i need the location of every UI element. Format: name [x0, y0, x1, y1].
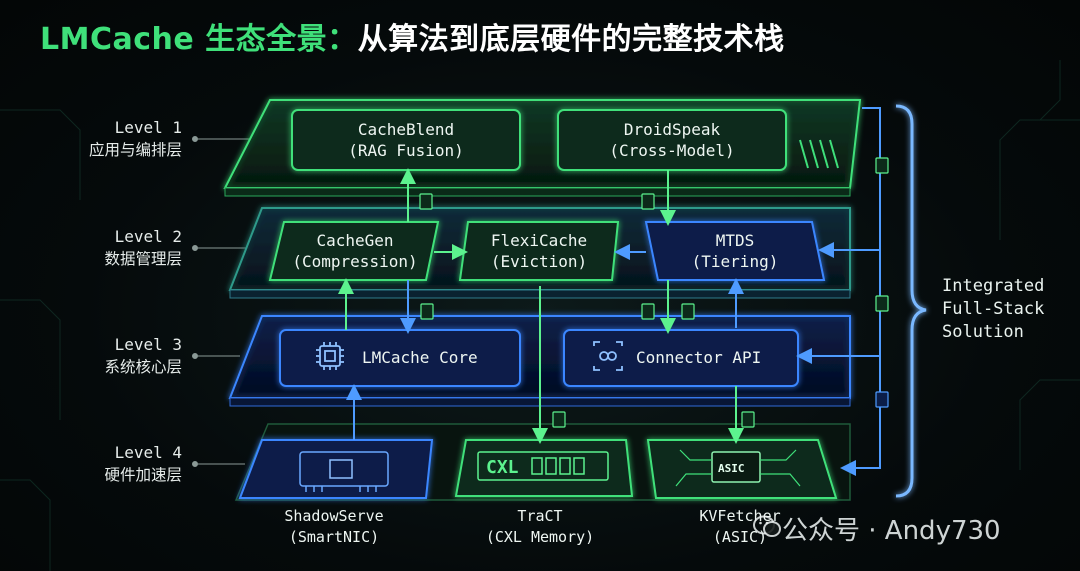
flexicache-sub: (Eviction): [490, 252, 588, 271]
cacheblend-sub: (RAG Fusion): [348, 141, 464, 160]
level-2-name: Level 2: [114, 227, 182, 246]
cxl-memory-module: CXL: [454, 439, 634, 497]
cacheblend-name: CacheBlend: [357, 120, 455, 139]
smartnic-card: [238, 439, 434, 499]
level-3-label: Level 3 系统核心层: [22, 334, 182, 378]
hw-kvfetcher: KVFetcher (ASIC): [666, 506, 814, 548]
side-line2: Full-Stack: [942, 299, 1045, 319]
side-line3: Solution: [942, 322, 1024, 342]
level-4-name: Level 4: [114, 443, 182, 462]
kvfetcher-name: KVFetcher: [699, 507, 781, 525]
integrated-solution-label: Integrated Full-Stack Solution: [942, 275, 1044, 344]
node-cacheblend: CacheBlend (RAG Fusion): [292, 119, 520, 161]
droidspeak-name: DroidSpeak: [623, 120, 721, 139]
mtds-name: MTDS: [715, 231, 755, 250]
title-rest: 从算法到底层硬件的完整技术栈: [357, 22, 785, 57]
asic-board: ASIC: [646, 439, 838, 499]
side-line1: Integrated: [942, 276, 1045, 296]
title-highlight: LMCache 生态全景：: [40, 22, 358, 57]
hw-tract: TraCT (CXL Memory): [460, 506, 620, 548]
tract-sub: (CXL Memory): [485, 528, 595, 546]
connector-icon: [593, 341, 623, 371]
node-lmcache-core: LMCache Core: [362, 348, 478, 367]
node-cachegen: CacheGen (Compression): [276, 230, 434, 272]
shadowserve-name: ShadowServe: [284, 507, 384, 525]
hw-shadowserve: ShadowServe (SmartNIC): [254, 506, 414, 548]
level-1-desc: 应用与编排层: [88, 141, 182, 159]
level-2-desc: 数据管理层: [104, 250, 182, 268]
node-droidspeak: DroidSpeak (Cross-Model): [558, 119, 786, 161]
page-title: LMCache 生态全景：从算法到底层硬件的完整技术栈: [40, 14, 785, 58]
cachegen-sub: (Compression): [292, 252, 418, 271]
cxl-chip-text: CXL: [486, 457, 519, 478]
kvfetcher-sub: (ASIC): [712, 528, 768, 546]
cachegen-name: CacheGen: [316, 231, 394, 250]
tract-name: TraCT: [517, 507, 563, 525]
level-3-name: Level 3: [114, 335, 182, 354]
level-1-name: Level 1: [114, 118, 182, 137]
droidspeak-sub: (Cross-Model): [609, 141, 735, 160]
watermark: 公众号 · Andy730: [782, 516, 1001, 546]
level-2-label: Level 2 数据管理层: [22, 226, 182, 270]
level-4-label: Level 4 硬件加速层: [22, 442, 182, 486]
mtds-sub: (Tiering): [691, 252, 779, 271]
node-connector-api: Connector API: [636, 348, 762, 367]
chip-icon: [316, 342, 344, 370]
node-flexicache: FlexiCache (Eviction): [462, 230, 616, 272]
wechat-icon: [753, 515, 781, 537]
flexicache-name: FlexiCache: [490, 231, 588, 250]
level-3-desc: 系统核心层: [104, 358, 182, 376]
node-mtds: MTDS (Tiering): [652, 230, 818, 272]
asic-chip-text: ASIC: [718, 462, 745, 475]
shadowserve-sub: (SmartNIC): [288, 528, 380, 546]
level-1-label: Level 1 应用与编排层: [22, 117, 182, 161]
level-4-desc: 硬件加速层: [104, 466, 182, 484]
stack-brace: [895, 104, 927, 498]
document-icons: [419, 157, 889, 428]
